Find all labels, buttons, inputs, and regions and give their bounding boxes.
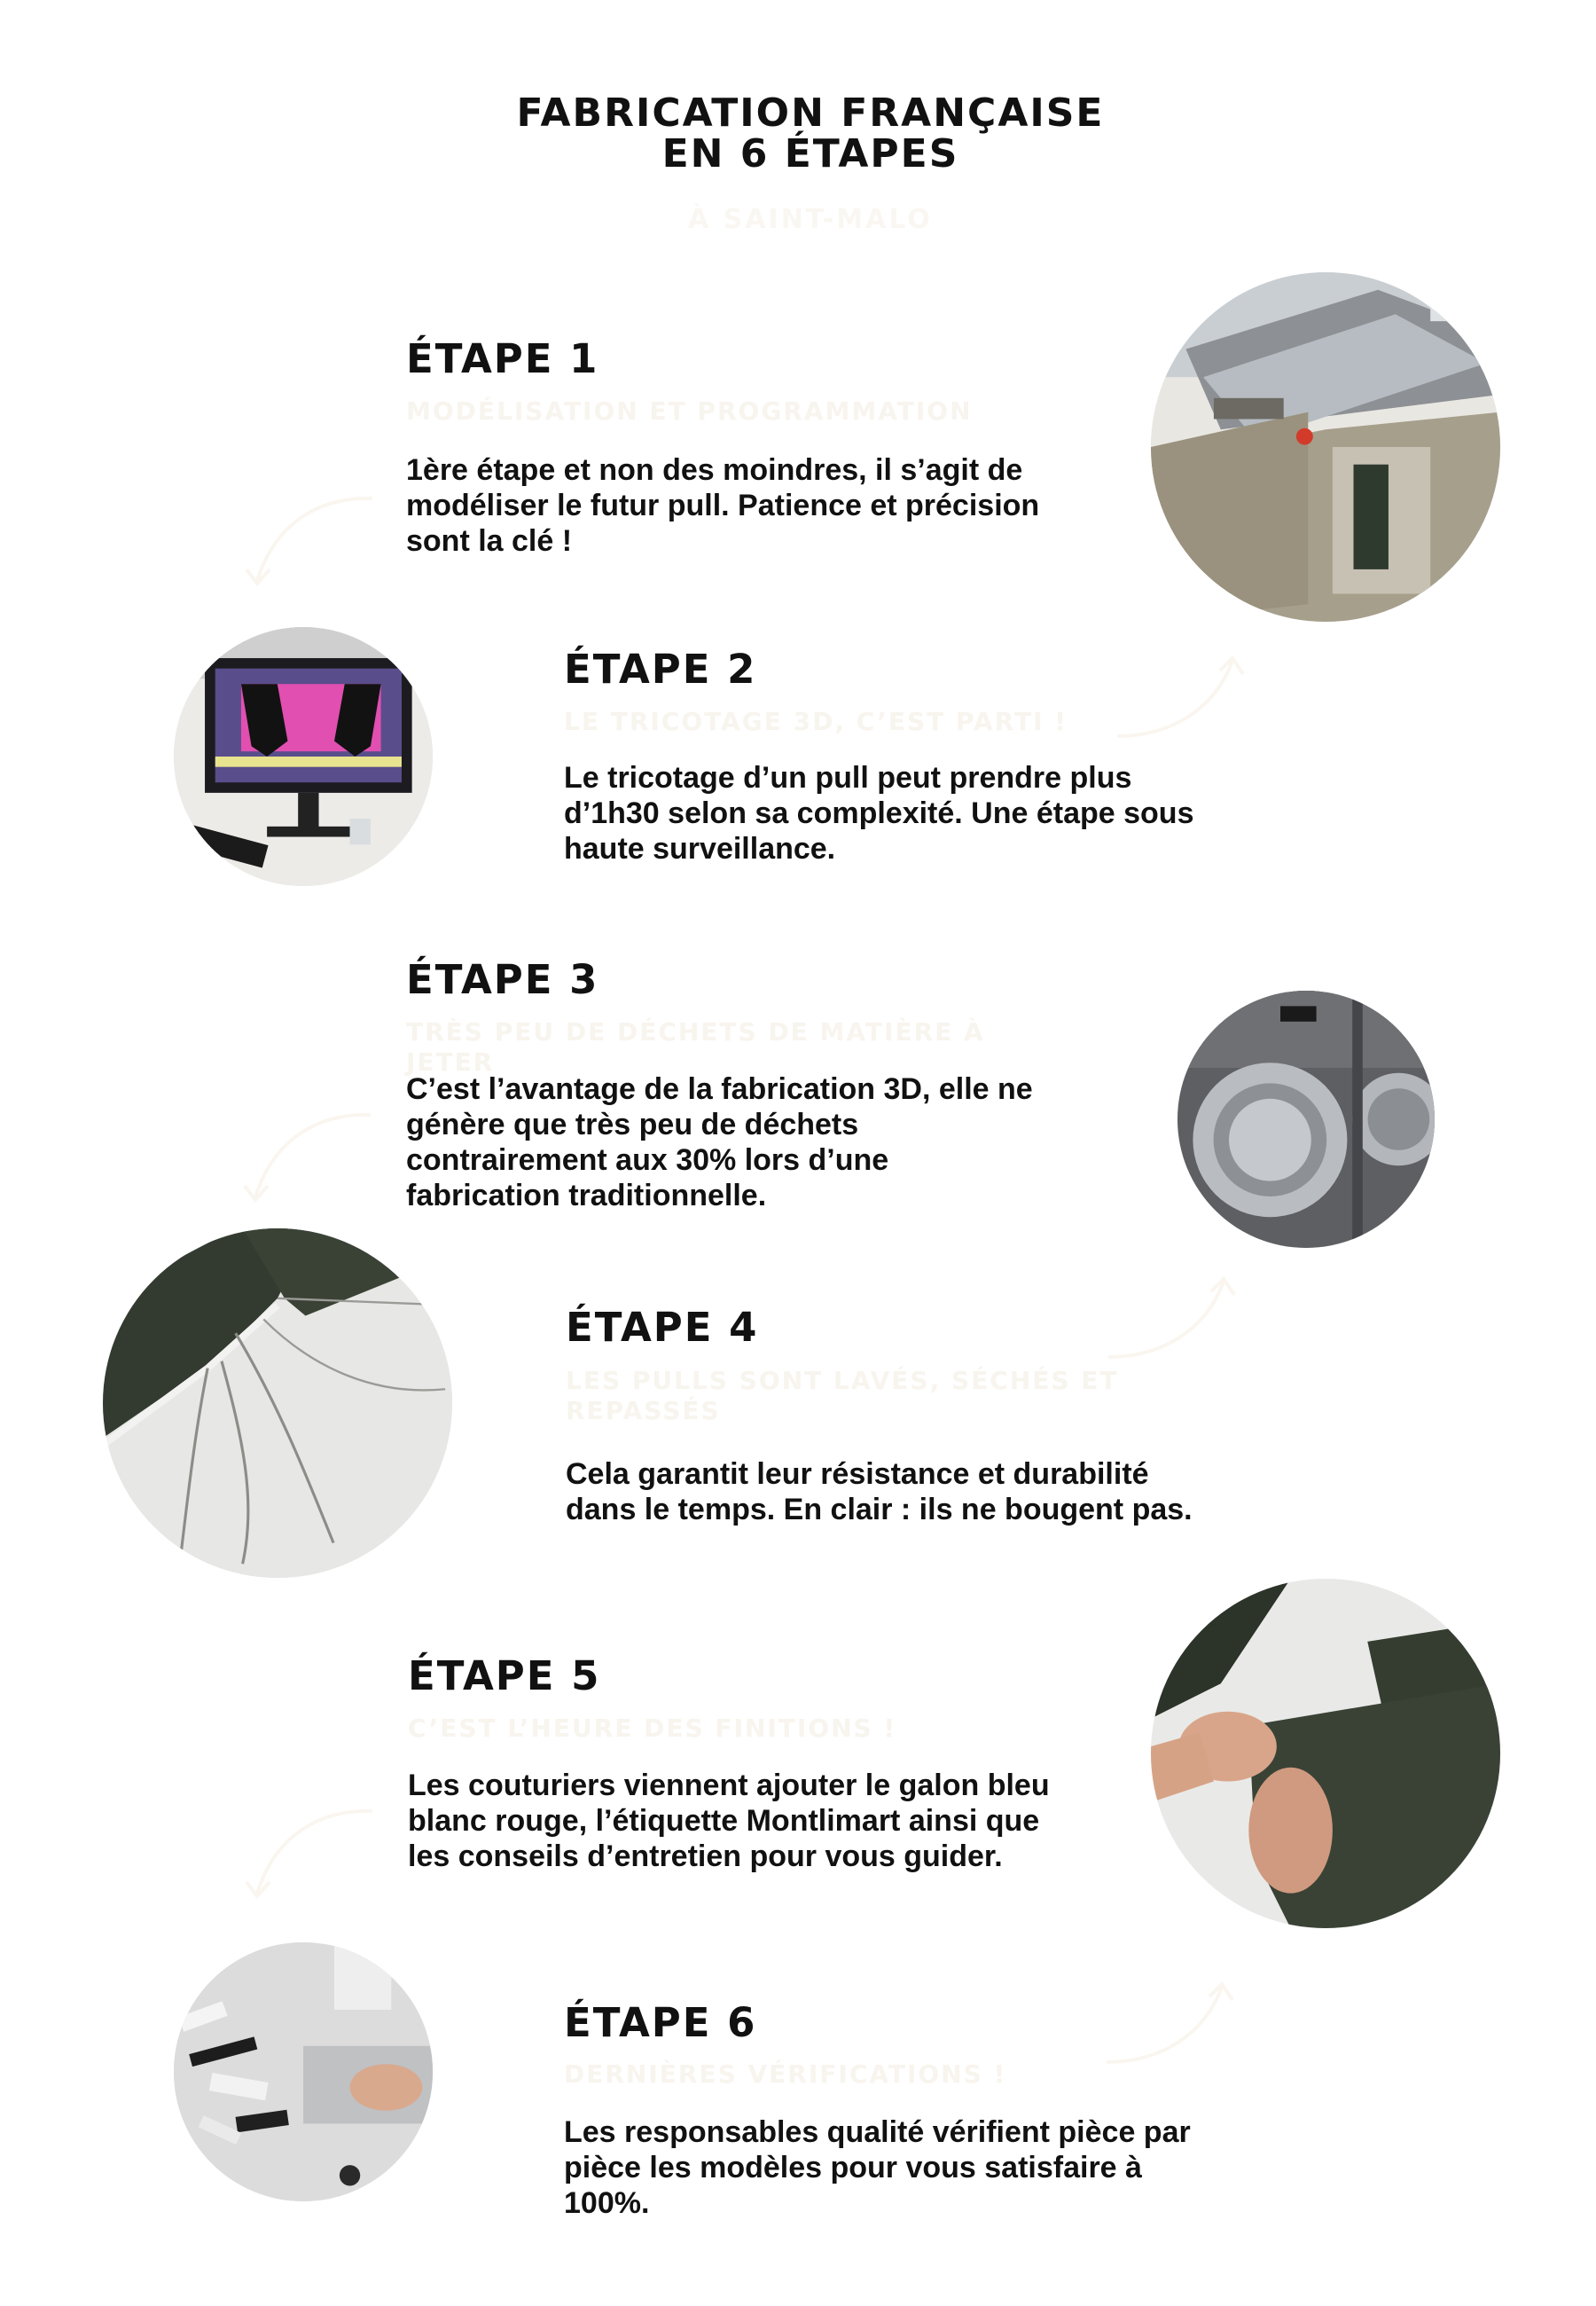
step-2-subtitle: LE TRICOTAGE 3D, C’EST PARTI ! [564, 707, 1068, 736]
step-4-text: Cela garantit leur résistance et durabil… [566, 1457, 1193, 1526]
step-4-arrow [1099, 1268, 1241, 1375]
step-3-title: ÉTAPE 3 [406, 956, 599, 1003]
step-5-title: ÉTAPE 5 [408, 1652, 601, 1699]
step-6-arrow [1098, 1973, 1240, 2080]
step-1-subtitle: MODÉLISATION ET PROGRAMMATION [406, 396, 973, 426]
washing-machine-icon [1177, 991, 1435, 1248]
step-5-arrow [239, 1800, 381, 1907]
knitting-machine-icon [1151, 272, 1500, 622]
step-5-text: Les couturiers viennent ajouter le galon… [408, 1769, 1050, 1873]
step-1-photo [1151, 272, 1500, 622]
page-title: FABRICATION FRANÇAISE EN 6 ÉTAPES [0, 93, 1596, 175]
sewing-labels-icon [174, 1942, 433, 2201]
step-1-arrow [239, 488, 381, 594]
step-1-title: ÉTAPE 1 [406, 335, 599, 382]
hands-finishing-icon [1151, 1579, 1500, 1928]
step-5-subtitle: C’EST L’HEURE DES FINITIONS ! [408, 1714, 897, 1743]
step-6-subtitle: DERNIÈRES VÉRIFICATIONS ! [564, 2059, 1007, 2089]
computer-modeling-icon [174, 627, 433, 886]
step-6-text: Les responsables qualité vérifient pièce… [564, 2115, 1191, 2220]
step-6-title: ÉTAPE 6 [564, 1999, 757, 2046]
curved-arrow-icon [1107, 1275, 1236, 1359]
step-2-text: Le tricotage d’un pull peut prendre plus… [564, 761, 1194, 866]
step-4-subtitle: LES PULLS SONT LAVÉS, SÉCHÉS ET REPASSÉS [566, 1366, 1119, 1425]
curved-arrow-icon [245, 496, 373, 587]
curved-arrow-icon [245, 1808, 373, 1900]
step-3-arrow [238, 1104, 379, 1211]
step-2-arrow [1108, 647, 1250, 754]
step-3-subtitle: TRÈS PEU DE DÉCHETS DE MATIÈRE À JETER [406, 1017, 985, 1077]
step-4-title: ÉTAPE 4 [566, 1304, 759, 1351]
step-2-photo [174, 627, 433, 886]
step-1-text: 1ère étape et non des moindres, il s’agi… [406, 453, 1040, 558]
step-3-photo [1177, 991, 1435, 1248]
page-subtitle: À SAINT-MALO [688, 204, 933, 235]
step-5-photo [1151, 1579, 1500, 1928]
curved-arrow-icon [243, 1112, 372, 1204]
step-4-photo [103, 1228, 452, 1578]
knit-threads-icon [103, 1228, 452, 1578]
curved-arrow-icon [1116, 655, 1245, 738]
page-title-line-2: EN 6 ÉTAPES [661, 131, 959, 176]
page-title-line-1: FABRICATION FRANÇAISE [516, 90, 1105, 136]
step-6-photo [174, 1942, 433, 2201]
step-2-title: ÉTAPE 2 [564, 646, 757, 693]
curved-arrow-icon [1106, 1980, 1234, 2064]
step-3-text: C’est l’avantage de la fabrication 3D, e… [406, 1072, 1033, 1212]
